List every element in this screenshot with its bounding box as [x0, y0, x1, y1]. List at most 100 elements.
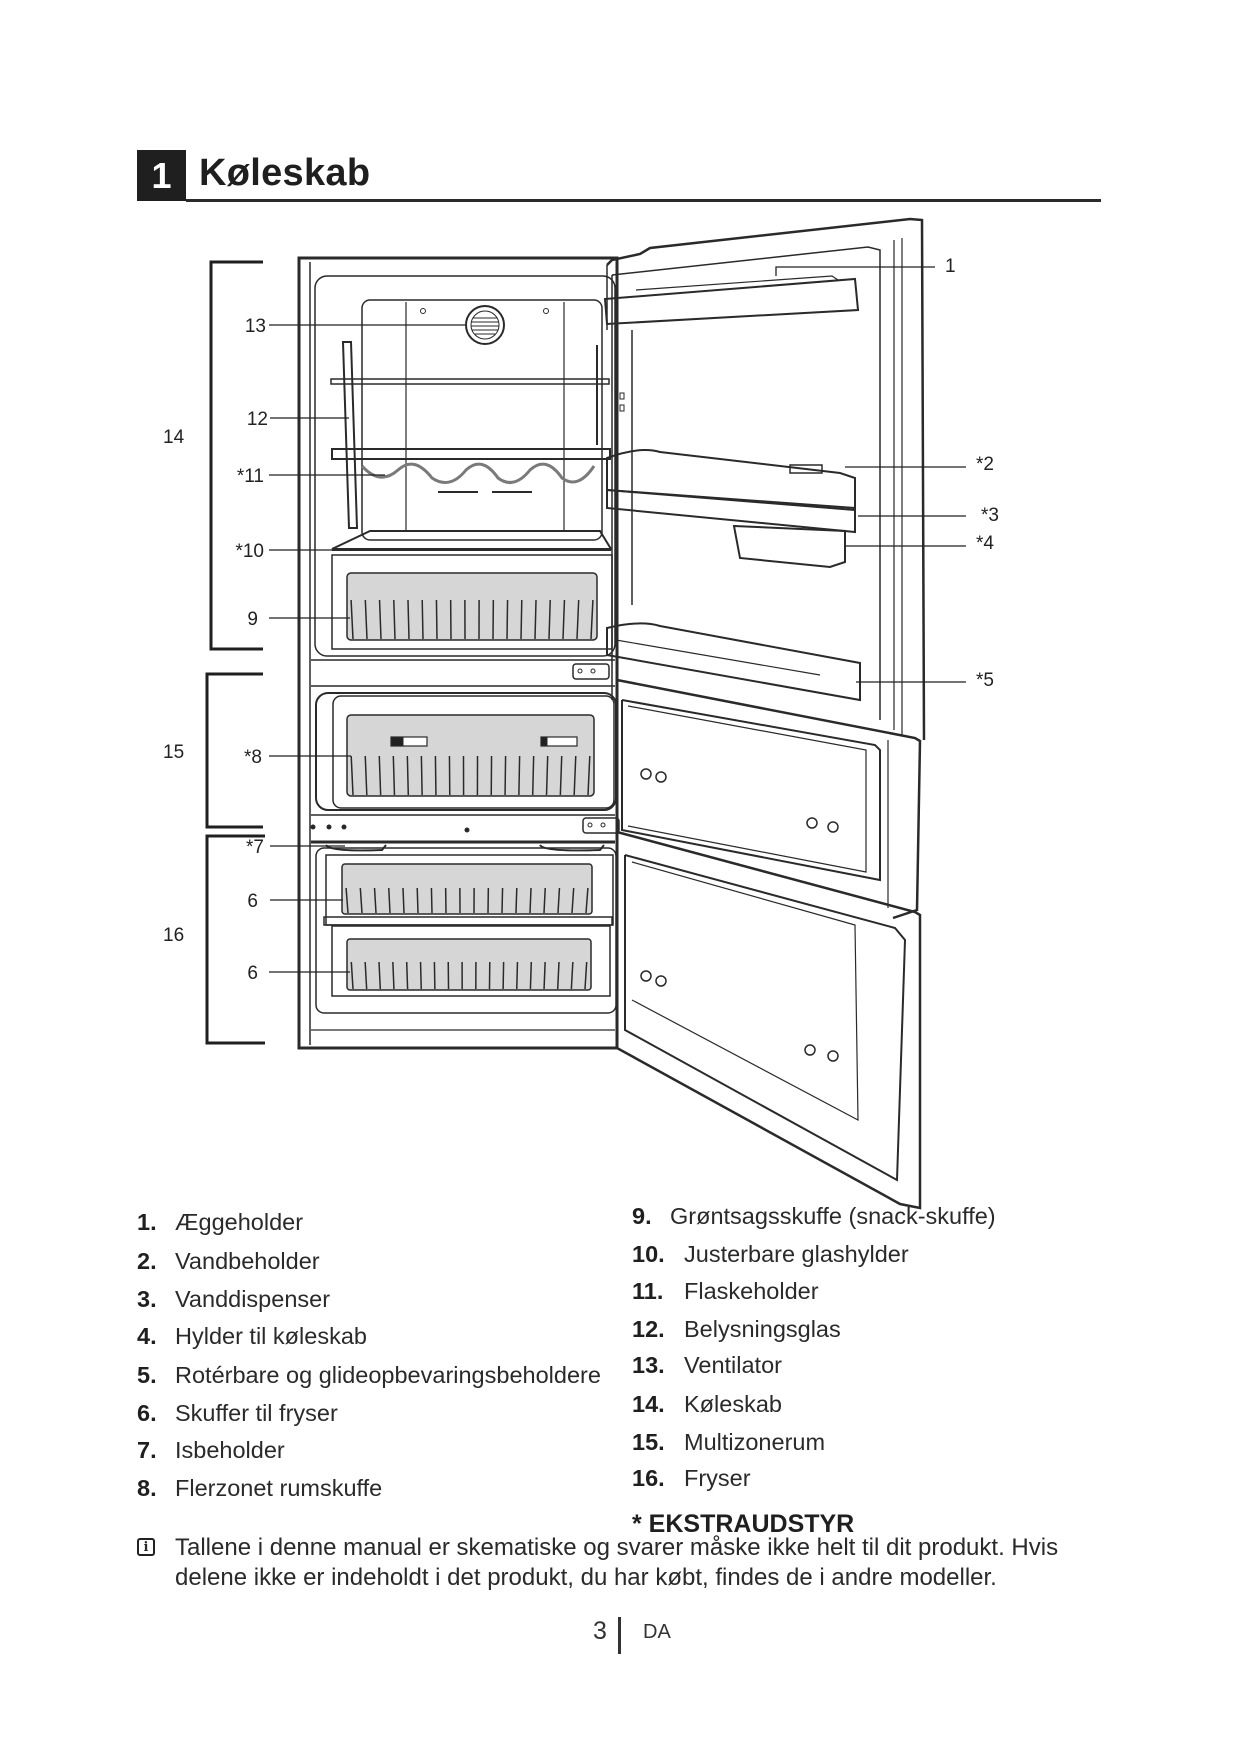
freezer-drawer-lower: [346, 938, 592, 991]
egg-holder: [603, 277, 860, 326]
legend-item: 1.Æggeholder: [137, 1209, 304, 1235]
drawer-hatch: [350, 961, 354, 990]
fridge-door: [603, 217, 926, 741]
door-shelf-lower: [606, 622, 861, 702]
drawer-hatch: [393, 599, 396, 640]
drawer-hatch: [373, 887, 377, 914]
drawer-hatch: [516, 961, 519, 990]
drawer-hatch: [557, 887, 561, 914]
legend-item: 14.Køleskab: [632, 1391, 782, 1417]
bracket-15: [205, 672, 263, 829]
drawer-hatch: [421, 599, 424, 640]
drawer-hatch: [402, 887, 405, 914]
drawer-hatch: [585, 887, 589, 914]
drawer-hatch: [573, 755, 577, 796]
drawer-hatch: [531, 755, 535, 796]
legend-item: 3.Vanddispenser: [137, 1286, 331, 1312]
fan-icon: [465, 305, 505, 345]
drawer-hatch: [364, 755, 368, 796]
bracket-14: [209, 260, 263, 651]
legend-item: 15.Multizonerum: [632, 1429, 826, 1455]
drawer-hatch: [559, 755, 563, 796]
freezer-drawer-upper: [341, 863, 593, 915]
legend-item: 10.Justerbare glashylder: [632, 1241, 909, 1267]
bracket-label-14: 14: [163, 427, 185, 448]
drawer-hatch: [378, 961, 382, 990]
legend-item: 12.Belysningsglas: [632, 1316, 841, 1342]
drawer-hatch: [529, 887, 532, 914]
multizone-drawer: [346, 714, 595, 797]
glass-shelf-middle: [331, 448, 611, 460]
drawer-hatch: [407, 599, 410, 640]
drawer-hatch: [571, 887, 575, 914]
drawer-hatch: [534, 599, 537, 640]
language-code: DA: [643, 1621, 671, 1643]
cabinet-outline: [297, 256, 619, 1050]
drawer-hatch: [520, 599, 523, 640]
drawer-hatch: [529, 961, 533, 990]
glass-shelf-top: [330, 378, 610, 385]
legend-item: 7.Isbeholder: [137, 1437, 285, 1463]
drawer-hatch: [587, 755, 591, 796]
drawer-hatch: [406, 755, 410, 796]
back-panel: [361, 299, 603, 541]
optional-equipment-note: * EKSTRAUDSTYR: [632, 1510, 855, 1538]
freezer-door: [616, 830, 922, 1210]
callout-12: 12: [247, 409, 268, 430]
note-line: Tallene i denne manual er skematiske og …: [175, 1534, 1059, 1561]
drawer-hatch: [378, 755, 382, 796]
note-line: delene ikke er indeholdt i det produkt, …: [175, 1564, 997, 1591]
legend-item: 6.Skuffer til fryser: [137, 1400, 338, 1426]
drawer-hatch: [543, 961, 546, 990]
callout-8: *8: [244, 747, 262, 768]
drawer-hatch: [350, 755, 354, 796]
drawer-hatch: [416, 887, 419, 914]
callout-9: 9: [247, 609, 258, 630]
section-title: Køleskab: [199, 152, 371, 194]
drawer-hatch: [506, 599, 509, 640]
section-number-badge: 1: [137, 150, 186, 201]
page-divider: [618, 1617, 621, 1654]
drawer-hatch: [364, 961, 368, 990]
drawer-hatch: [584, 961, 588, 990]
water-dispenser: [732, 524, 846, 569]
legend-item: 16.Fryser: [632, 1465, 751, 1491]
bottle-holder: [360, 462, 596, 484]
drawer-hatch: [518, 755, 521, 796]
drawer-hatch: [504, 755, 507, 796]
door-shelf-middle: [606, 449, 856, 510]
drawer-hatch: [388, 887, 391, 914]
drawer-hatch: [556, 961, 560, 990]
drawer-hatch: [419, 961, 422, 990]
drawer-hatch: [515, 887, 518, 914]
drawer-hatch: [405, 961, 409, 990]
bracket-label-16: 16: [163, 925, 184, 946]
callout-11: *11: [237, 466, 264, 487]
drawer-hatch: [392, 961, 395, 990]
drawer-hatch: [364, 599, 368, 640]
fridge-compartment: [314, 275, 616, 657]
drawer-hatch: [434, 755, 437, 796]
drawer-hatch: [345, 887, 349, 914]
callout-7: *7: [246, 837, 264, 858]
crisper-drawer: [346, 572, 598, 641]
drawer-hatch: [420, 755, 423, 796]
drawer-hatch: [378, 599, 382, 640]
info-icon: i: [137, 1538, 155, 1556]
multizone-door: [616, 678, 922, 920]
drawer-hatch: [435, 599, 438, 640]
drawer-hatch: [562, 599, 566, 640]
legend-item: 4.Hylder til køleskab: [137, 1323, 367, 1349]
drawer-hatch: [501, 887, 504, 914]
drawer-hatch: [543, 887, 546, 914]
page-number: 3: [593, 1617, 607, 1645]
drawer-hatch: [545, 755, 549, 796]
callout-1: 1: [945, 256, 956, 277]
water-container: [789, 464, 823, 474]
callout-3: *3: [981, 505, 999, 526]
callout-4: *4: [976, 533, 994, 554]
callout-6-upper: 6: [247, 891, 258, 912]
bracket-label-15: 15: [163, 742, 184, 763]
legend-item: 8.Flerzonet rumskuffe: [137, 1475, 383, 1501]
fridge-diagram: 14 15 16 13 12 *11 *10 9 *8 *7 6 6 1 *2 …: [163, 217, 999, 1210]
